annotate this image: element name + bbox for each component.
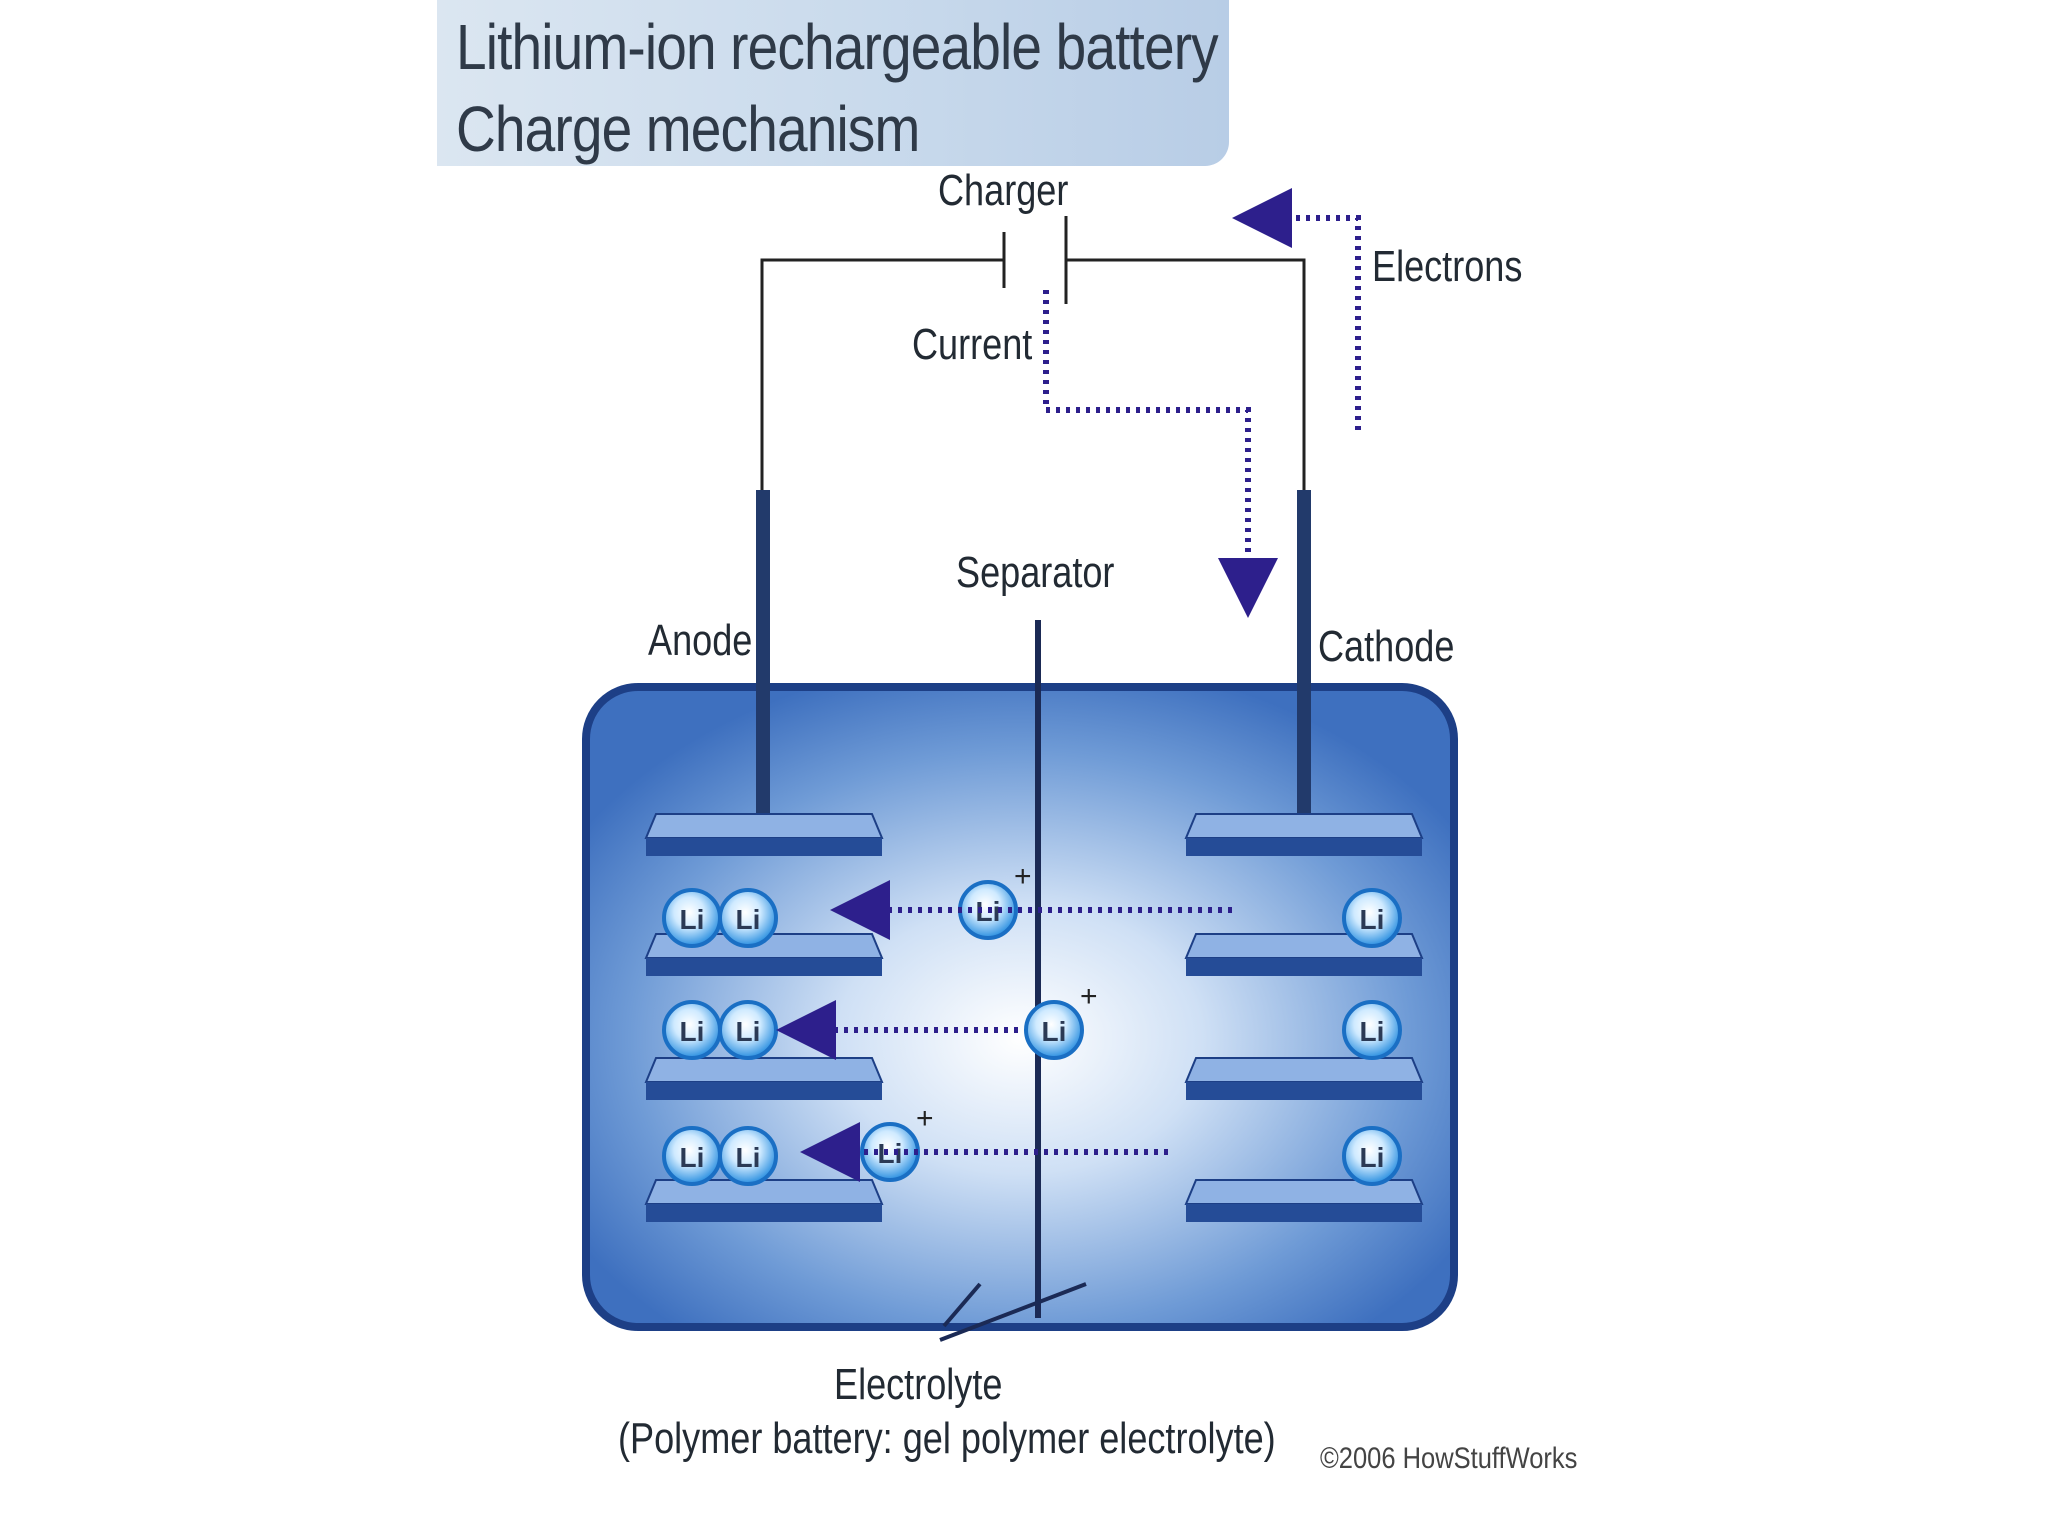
anode-ion: Li xyxy=(662,1000,722,1060)
ion-charge: + xyxy=(916,1102,934,1135)
copyright-text: ©2006 HowStuffWorks xyxy=(1320,1442,1578,1475)
ion-symbol: Li xyxy=(680,1016,705,1047)
cathode-rod xyxy=(1297,490,1311,850)
ion-symbol: Li xyxy=(736,904,761,935)
electrolyte-pointer xyxy=(939,1282,1087,1342)
electrolyte-label: Electrolyte xyxy=(834,1360,1003,1409)
electrode-plates xyxy=(644,813,1424,1222)
anode-plate xyxy=(644,813,884,856)
electrolyte-pointer-tail xyxy=(942,1282,982,1328)
ion-symbol: Li xyxy=(736,1016,761,1047)
anode-ion: Li xyxy=(662,888,722,948)
anode-plate xyxy=(644,1057,884,1100)
ion-symbol: Li xyxy=(680,904,705,935)
moving-ion: Li + xyxy=(860,1102,934,1182)
ion-charge: + xyxy=(1080,980,1098,1013)
moving-ion: Li + xyxy=(1024,980,1098,1060)
cathode-plate xyxy=(1184,1179,1424,1222)
anode-ion: Li xyxy=(718,888,778,948)
cathode-ion: Li xyxy=(1342,1000,1402,1060)
charger-symbol xyxy=(1002,216,1068,304)
ion-symbol: Li xyxy=(736,1142,761,1173)
lithium-ions: LiLiLiLiLiLiLiLiLiLi+Li+Li+ xyxy=(662,860,1402,1186)
anode-rod xyxy=(756,490,770,850)
ion-symbol: Li xyxy=(680,1142,705,1173)
title-band xyxy=(437,0,1229,166)
current-arrow xyxy=(1043,290,1278,618)
ion-symbol: Li xyxy=(1042,1016,1067,1047)
ion-symbol: Li xyxy=(1360,1142,1385,1173)
ion-symbol: Li xyxy=(878,1138,903,1169)
current-label: Current xyxy=(912,320,1033,369)
cathode-label: Cathode xyxy=(1318,622,1455,671)
charger-label: Charger xyxy=(938,166,1069,215)
title-line-2: Charge mechanism xyxy=(456,93,920,165)
electrolyte-note: (Polymer battery: gel polymer electrolyt… xyxy=(618,1414,1276,1463)
title-line-1: Lithium-ion rechargeable battery xyxy=(456,11,1219,83)
anode-label: Anode xyxy=(648,616,753,665)
separator-label: Separator xyxy=(956,548,1115,597)
anode-plate xyxy=(644,1179,884,1222)
electrons-label: Electrons xyxy=(1372,242,1523,291)
ion-symbol: Li xyxy=(1360,904,1385,935)
cathode-plate xyxy=(1184,813,1424,856)
cathode-ion: Li xyxy=(1342,1126,1402,1186)
anode-ion: Li xyxy=(662,1126,722,1186)
ion-symbol: Li xyxy=(1360,1016,1385,1047)
ion-charge: + xyxy=(1014,860,1032,893)
anode-ion: Li xyxy=(718,1000,778,1060)
cathode-plate xyxy=(1184,1057,1424,1100)
electrons-arrow xyxy=(1232,188,1361,430)
anode-ion: Li xyxy=(718,1126,778,1186)
cathode-ion: Li xyxy=(1342,888,1402,948)
battery-cell xyxy=(582,683,1458,1331)
